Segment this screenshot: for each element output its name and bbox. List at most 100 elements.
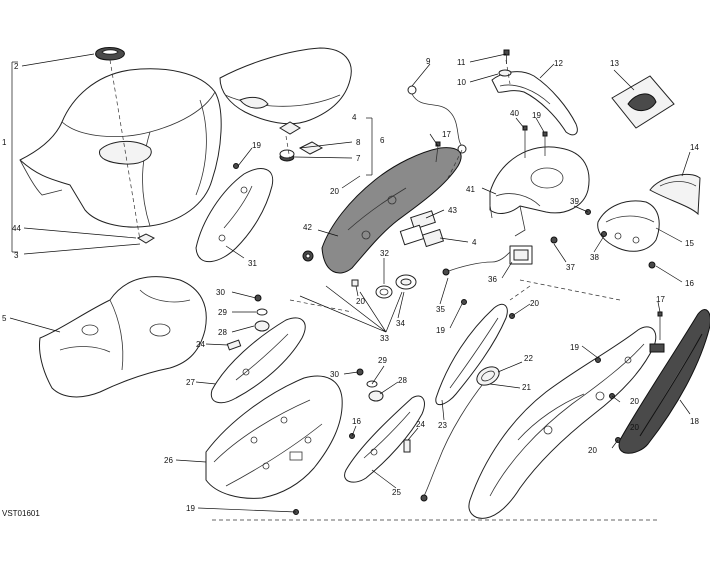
- callout-12: 12: [554, 59, 563, 68]
- callout-2: 2: [14, 62, 19, 71]
- reflector-22: [476, 366, 500, 386]
- seat-assembly-dashline: [109, 59, 141, 241]
- callout-37: 37: [566, 263, 575, 272]
- callout-17-tail: 17: [656, 295, 665, 304]
- rear-frame: [468, 326, 657, 519]
- seat-bracket-8: [298, 141, 324, 155]
- callout-7: 7: [356, 154, 361, 163]
- nut-16: [648, 261, 656, 269]
- washer-29-left: [256, 308, 268, 316]
- callout-16-tail: 16: [685, 279, 694, 288]
- callout-44: 44: [12, 224, 21, 233]
- callout-35: 35: [436, 305, 445, 314]
- screw-17-tail: [657, 311, 663, 340]
- callout-20-frame-a: 20: [630, 397, 639, 406]
- callout-19-cover: 19: [252, 141, 261, 150]
- callout-5: 5: [2, 314, 7, 323]
- washer-10: [498, 69, 512, 77]
- side-cover-25: [344, 395, 425, 483]
- callout-25: 25: [392, 488, 401, 497]
- fastener-38: [601, 231, 607, 237]
- callout-26: 26: [164, 456, 173, 465]
- rear-subframe-bracket: [489, 146, 590, 237]
- callout-20-left: 20: [330, 187, 339, 196]
- tail-light-support: [597, 200, 660, 252]
- callout-36: 36: [488, 275, 497, 284]
- callout-29-left: 29: [218, 308, 227, 317]
- callout-42: 42: [303, 223, 312, 232]
- undertray-26: [205, 375, 343, 499]
- rubber-grommet-42: [302, 250, 314, 262]
- callout-41: 41: [466, 185, 475, 194]
- warning-decal: [611, 75, 675, 129]
- fastener-37: [550, 236, 558, 244]
- rider-seat: [19, 68, 222, 228]
- callout-4-relay: 4: [472, 238, 477, 247]
- side-cover-31: [195, 168, 274, 263]
- connector-34: [395, 274, 417, 290]
- callout-9: 9: [426, 57, 431, 66]
- fastener-19-cover: [233, 163, 239, 169]
- callout-20-frame-b: 20: [630, 423, 639, 432]
- callout-4-seat: 4: [352, 113, 357, 122]
- callout-19-frame: 19: [570, 343, 579, 352]
- tail-fairing-18: [618, 309, 710, 454]
- callout-31: 31: [248, 259, 257, 268]
- passenger-grab-handle: [491, 71, 578, 136]
- callout-20-frame-c: 20: [588, 446, 597, 455]
- callout-14: 14: [690, 143, 699, 152]
- seat-grab-handle: [95, 47, 125, 61]
- callout-16-under: 16: [352, 417, 361, 426]
- callout-29-right: 29: [378, 356, 387, 365]
- callout-19-panel: 19: [436, 326, 445, 335]
- callout-27: 27: [186, 378, 195, 387]
- pin-24-left: [226, 339, 242, 351]
- callout-19-bottom: 19: [186, 504, 195, 513]
- callout-32: 32: [380, 249, 389, 258]
- callout-34: 34: [396, 319, 405, 328]
- bracket-tail: [649, 343, 665, 353]
- callout-3: 3: [14, 251, 19, 260]
- callout-40: 40: [510, 109, 519, 118]
- seat-lock-36: [509, 245, 533, 265]
- callout-24-right: 24: [416, 420, 425, 429]
- callout-20-mid: 20: [356, 297, 365, 306]
- callout-21: 21: [522, 383, 531, 392]
- connector-32: [375, 285, 393, 299]
- callout-19-top: 19: [532, 111, 541, 120]
- fastener-19-frame: [595, 357, 601, 363]
- callout-17-top: 17: [442, 130, 451, 139]
- callout-20-panel: 20: [530, 299, 539, 308]
- side-cover-27: [210, 317, 306, 404]
- screw-19-top: [542, 131, 548, 156]
- seat-spacer: [136, 233, 156, 244]
- lock-cable-35: [445, 251, 511, 273]
- release-cable-21: [420, 379, 487, 502]
- callout-23: 23: [438, 421, 447, 430]
- spacer-28-left: [254, 320, 270, 332]
- seat-latch-plate: [279, 121, 301, 135]
- callout-13: 13: [610, 59, 619, 68]
- callout-39: 39: [570, 197, 579, 206]
- callout-30-right: 30: [330, 370, 339, 379]
- tail-cover: [649, 174, 701, 216]
- side-panel-left: [321, 147, 462, 274]
- callout-8: 8: [356, 138, 361, 147]
- callout-30-left: 30: [216, 288, 225, 297]
- callouts: 2 1 44 3 5 4 6 8 7 19 31 9 11 10 12 13 1…: [2, 57, 699, 513]
- passenger-seat: [219, 47, 352, 125]
- leader-lines: [9, 53, 691, 513]
- side-panel-23: [435, 303, 508, 406]
- callout-1: 1: [2, 138, 7, 147]
- diagram-code: VST01601: [2, 509, 40, 518]
- clip-43: [410, 210, 436, 230]
- rubber-bumper: [279, 149, 295, 162]
- callout-38: 38: [590, 253, 599, 262]
- relay-4: [399, 224, 445, 248]
- callout-33: 33: [380, 334, 389, 343]
- small-clip-20: [351, 279, 359, 287]
- fastener-19-panel: [461, 299, 467, 305]
- callout-43: 43: [448, 206, 457, 215]
- spacer-28-right: [368, 390, 384, 402]
